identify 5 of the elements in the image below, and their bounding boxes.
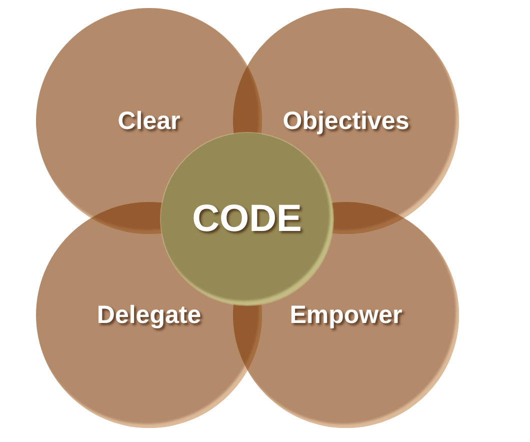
- circle-label: Objectives: [282, 108, 410, 134]
- center-label: CODE: [192, 200, 302, 238]
- circle-label: Empower: [290, 302, 402, 328]
- circle-label: Delegate: [96, 302, 202, 328]
- circle-label: Clear: [118, 108, 180, 134]
